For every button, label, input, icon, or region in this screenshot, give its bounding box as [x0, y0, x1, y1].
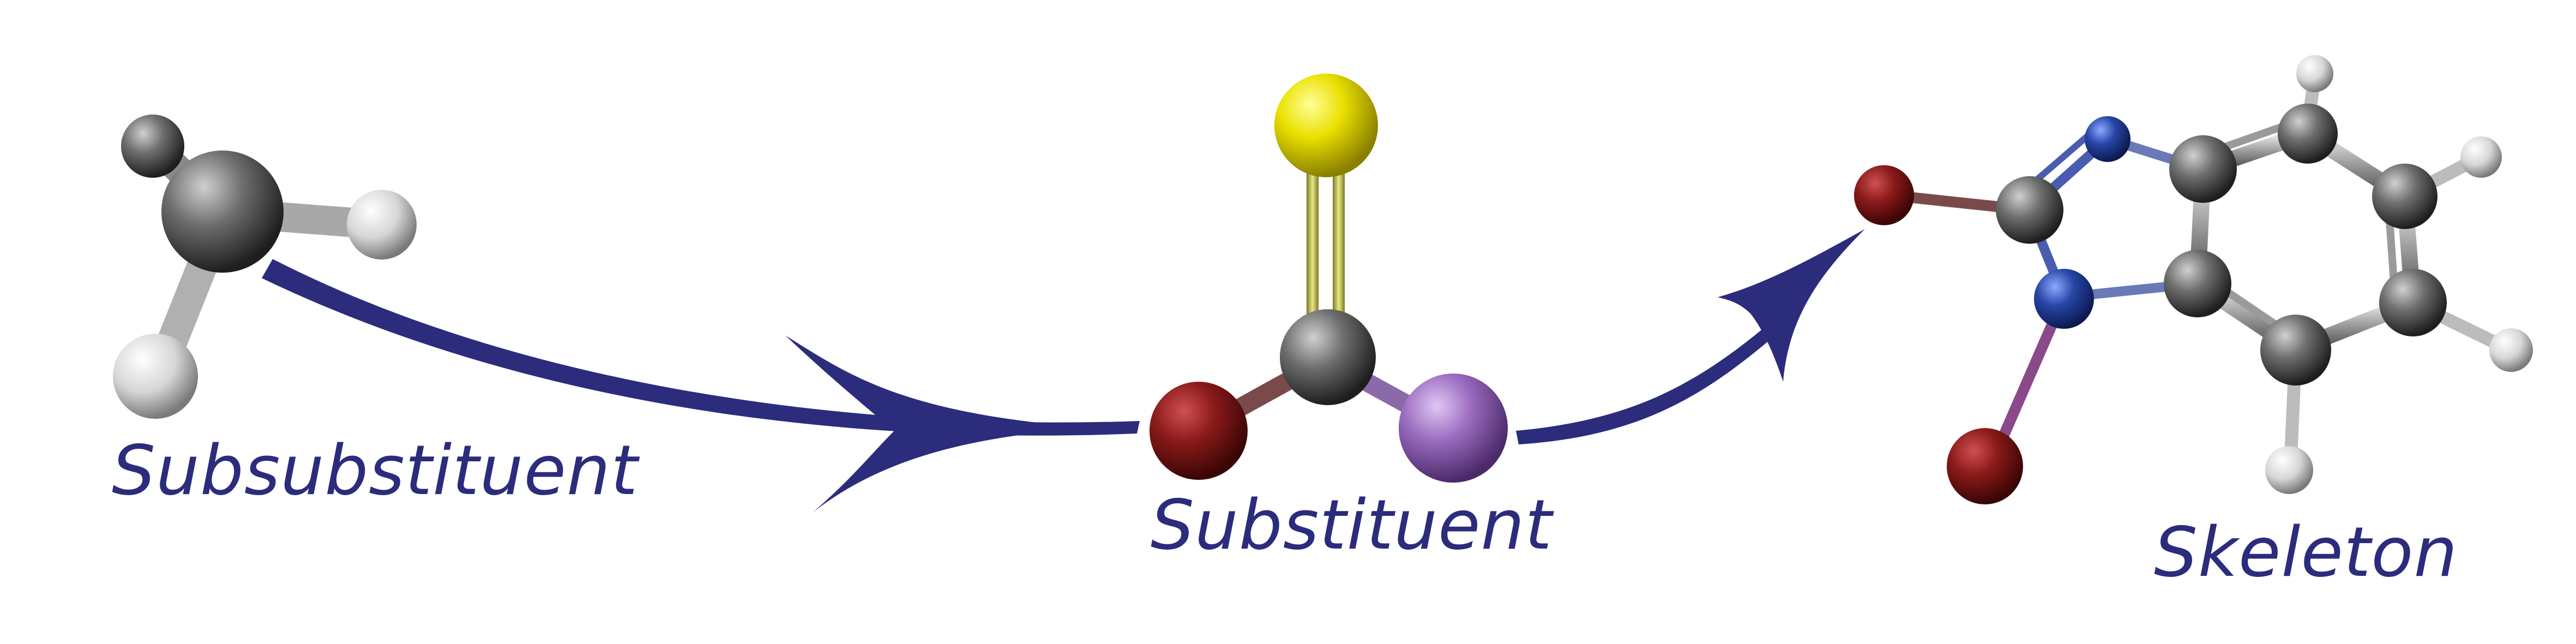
hydrogen-atom-h7 [2265, 446, 2313, 494]
subsubstituent-label: Subsubstituent [112, 430, 639, 510]
carbon-atom-c7a [2164, 250, 2231, 317]
oxygen-atom-left [1149, 382, 1248, 480]
oxygen-atom-bottom [1947, 428, 2023, 504]
nitrogen-atom-n1 [2034, 269, 2094, 329]
hydrogen-atom-right [347, 190, 417, 260]
skeleton-fragment [1854, 55, 2533, 504]
carbon-atom-c6 [2379, 269, 2447, 336]
curved-arrow-icon [262, 259, 1140, 513]
bond-double-c-s-right [1333, 142, 1345, 354]
arrow-body-1 [262, 259, 1140, 436]
arrow-body-2 [1516, 316, 1786, 444]
arrow-head-2 [1718, 229, 1865, 382]
curved-arrow-icon [1516, 229, 1865, 444]
nitrogen-atom-n3 [2085, 116, 2130, 162]
methyl-fragment [113, 115, 417, 419]
carbon-atom-c3a [2169, 135, 2237, 203]
attachment-atom-right [1399, 374, 1508, 483]
substituent-label: Substituent [1151, 485, 1552, 565]
arrow-head-1 [785, 335, 1096, 513]
hydrogen-atom-bottom [113, 334, 198, 419]
hydrogen-atom-h4 [2296, 55, 2333, 92]
skeleton-label: Skeleton [2154, 512, 2458, 592]
carbon-atom-c2 [1996, 176, 2063, 244]
carbon-atom [161, 151, 284, 273]
hydrogen-atom-h6 [2489, 328, 2533, 372]
carbon-atom-center [1280, 309, 1376, 405]
substituent-fragment [1149, 74, 1508, 483]
bond-double-c-s-left [1307, 142, 1319, 354]
carbon-atom-c5 [2372, 164, 2437, 229]
hydrogen-atom-top [121, 115, 184, 178]
hydrogen-atom-h5 [2460, 136, 2502, 178]
oxygen-atom-top-left [1854, 165, 1914, 225]
carbon-atom-c7 [2260, 315, 2331, 386]
carbon-atom-c4 [2278, 104, 2338, 164]
sulfur-atom [1274, 74, 1378, 177]
